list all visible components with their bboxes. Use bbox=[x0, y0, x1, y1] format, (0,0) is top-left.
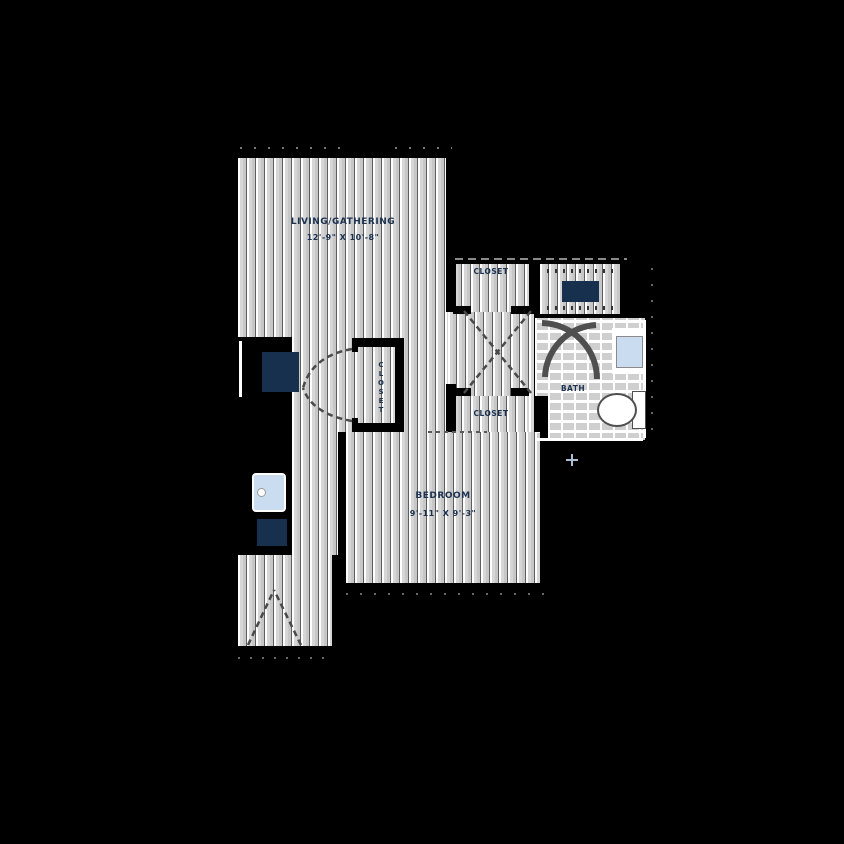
living-hall-wall-upper bbox=[446, 264, 456, 312]
washer-dryer bbox=[562, 281, 599, 302]
bedroom-south-wall bbox=[338, 583, 548, 590]
bedroom-east-wall bbox=[540, 396, 548, 590]
entry-floor bbox=[238, 555, 332, 648]
closet-bottom-north-stub-left bbox=[453, 388, 471, 396]
living-room-label: LIVING/GATHERING bbox=[290, 217, 396, 227]
kitchen-faucet-icon bbox=[257, 488, 266, 497]
living-room-dims: 12'-9" X 10'-8" bbox=[306, 233, 380, 242]
top-wall bbox=[236, 150, 452, 158]
living-east-wall bbox=[446, 158, 456, 264]
kitchen-appliance bbox=[257, 519, 287, 546]
niche-wall-face bbox=[239, 341, 242, 397]
toilet-bowl bbox=[597, 393, 637, 427]
entry-bottom-wall bbox=[232, 646, 336, 654]
closet-bottom-floor bbox=[453, 396, 529, 432]
bedroom-floor bbox=[346, 432, 540, 583]
living-hall-wall-lower bbox=[446, 384, 456, 432]
center-closet-east-wall bbox=[395, 338, 404, 432]
bedroom-dims: 9'-11" X 9'-3" bbox=[409, 509, 477, 518]
closet-bottom-label: CLOSET bbox=[473, 409, 509, 418]
bath-label: BATH bbox=[560, 384, 586, 393]
bedroom-west-wall bbox=[338, 432, 346, 590]
bath-east-wall-face bbox=[643, 320, 646, 438]
fireplace-appliance bbox=[262, 352, 299, 392]
closet-top-floor bbox=[453, 264, 529, 312]
bath-sink bbox=[616, 336, 643, 368]
center-closet-west-stub-top bbox=[352, 338, 358, 352]
closet-laundry-divider bbox=[529, 264, 540, 314]
closet-top-south-stub-right bbox=[511, 306, 529, 314]
bath-south-wall-face bbox=[537, 438, 643, 441]
center-closet-west-stub-bottom bbox=[352, 418, 358, 432]
closet-bottom-north-stub-right bbox=[511, 388, 529, 396]
closet-top-south-stub-left bbox=[453, 306, 471, 314]
center-closet-north-wall bbox=[352, 338, 404, 347]
kitchen-sink bbox=[252, 473, 286, 512]
closet-center-label: CLOSET bbox=[377, 361, 385, 415]
bedroom-label: BEDROOM bbox=[415, 491, 471, 501]
left-wall bbox=[228, 150, 238, 654]
living-room-floor bbox=[238, 158, 448, 340]
corridor-floor bbox=[292, 432, 338, 555]
closet-top-label: CLOSET bbox=[473, 267, 509, 276]
center-closet-south-wall bbox=[352, 423, 404, 432]
